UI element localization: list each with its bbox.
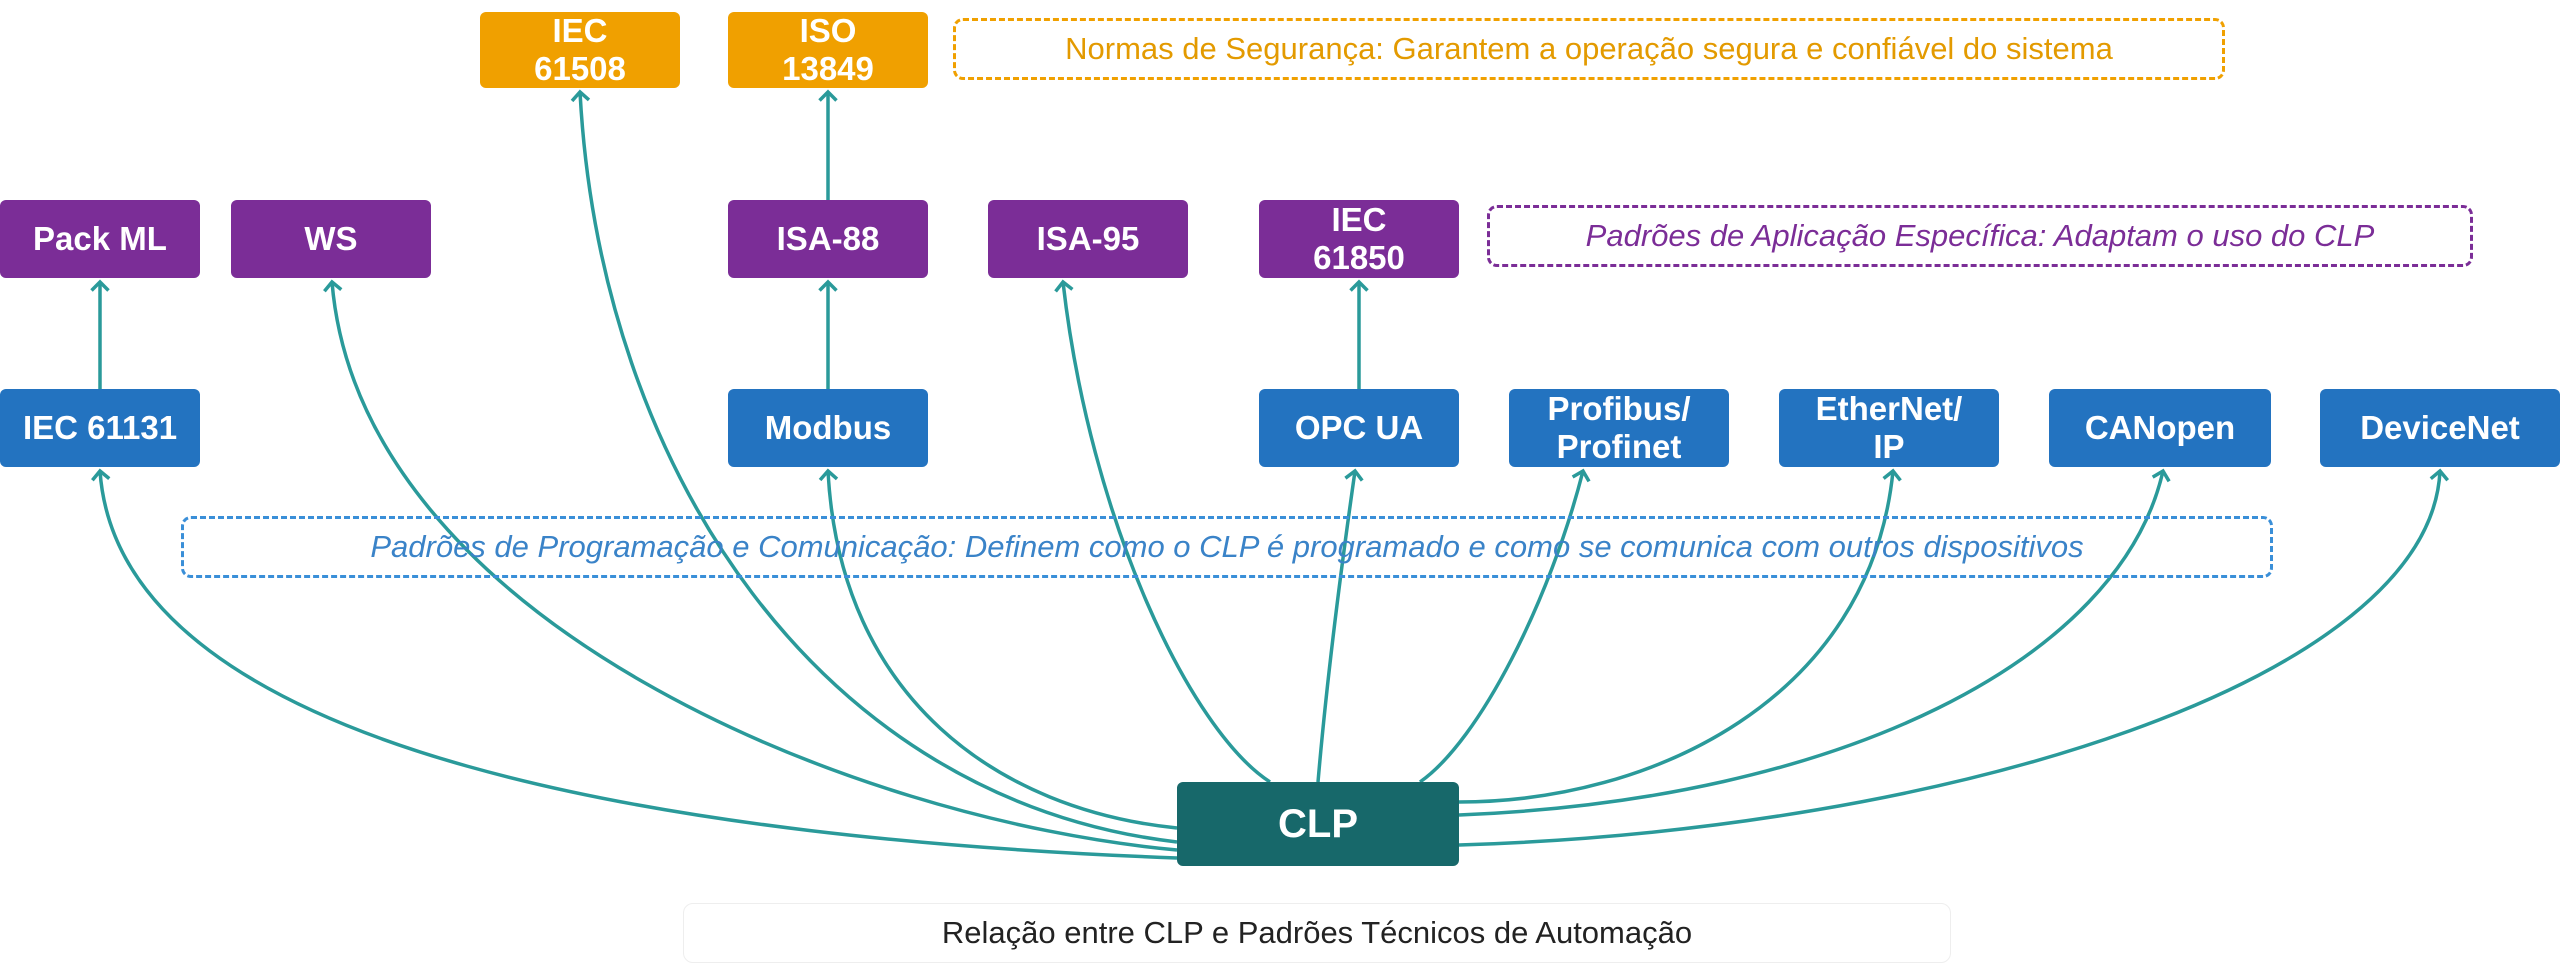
diagram-caption: Relação entre CLP e Padrões Técnicos de …: [683, 903, 1951, 963]
node-iec-61131: IEC 61131: [0, 389, 200, 467]
group-programming-communication: Padrões de Programação e Comunicação: De…: [181, 516, 2273, 578]
group-safety-standards: Normas de Segurança: Garantem a operação…: [953, 18, 2225, 80]
node-pack-ml: Pack ML: [0, 200, 200, 278]
node-profibus-profinet: Profibus/ Profinet: [1509, 389, 1729, 467]
edge-clp-modbus: [826, 470, 1178, 830]
edge-clp-canopen: [1458, 470, 2165, 817]
edge-opcua-iec61850-arrowhead: [1349, 279, 1369, 292]
group-application-standards: Padrões de Aplicação Específica: Adaptam…: [1487, 205, 2473, 267]
node-iec-61850: IEC 61850: [1259, 200, 1459, 278]
edge-isa88-iso13849-arrowhead: [818, 89, 838, 102]
edge-clp-devicenet-arrowhead: [2429, 468, 2450, 482]
node-ethernet-ip: EtherNet/ IP: [1779, 389, 1999, 467]
node-devicenet: DeviceNet: [2320, 389, 2560, 467]
node-isa-95: ISA-95: [988, 200, 1188, 278]
edge-clp-profibus-arrowhead: [1571, 468, 1591, 483]
edge-clp-ws-arrowhead: [323, 279, 343, 293]
edge-clp-iec61508: [578, 91, 1178, 844]
edge-clp-isa95-arrowhead: [1054, 279, 1074, 293]
edge-clp-profibus: [1418, 470, 1585, 784]
edge-clp-ws: [330, 281, 1178, 852]
edge-clp-modbus-arrowhead: [818, 468, 839, 482]
node-opc-ua: OPC UA: [1259, 389, 1459, 467]
edge-clp-iec61131: [98, 470, 1178, 860]
edge-clp-devicenet: [1458, 470, 2442, 847]
node-ws: WS: [231, 200, 431, 278]
edge-clp-opcua-arrowhead: [1344, 468, 1364, 482]
node-modbus: Modbus: [728, 389, 928, 467]
edge-modbus-isa88-arrowhead: [818, 279, 838, 292]
edge-clp-ethernetip-arrowhead: [1882, 468, 1902, 482]
node-canopen: CANopen: [2049, 389, 2271, 467]
node-iec-61508: IEC 61508: [480, 12, 680, 88]
edge-iec61131-packml-arrowhead: [90, 279, 110, 292]
edge-clp-ethernetip: [1458, 470, 1895, 804]
node-iso-13849: ISO 13849: [728, 12, 928, 88]
edge-clp-iec61508-arrowhead: [570, 89, 591, 103]
edge-clp-isa95: [1061, 281, 1271, 784]
node-clp: CLP: [1177, 782, 1459, 866]
edge-clp-canopen-arrowhead: [2151, 468, 2171, 483]
node-isa-88: ISA-88: [728, 200, 928, 278]
edge-clp-iec61131-arrowhead: [91, 468, 111, 482]
